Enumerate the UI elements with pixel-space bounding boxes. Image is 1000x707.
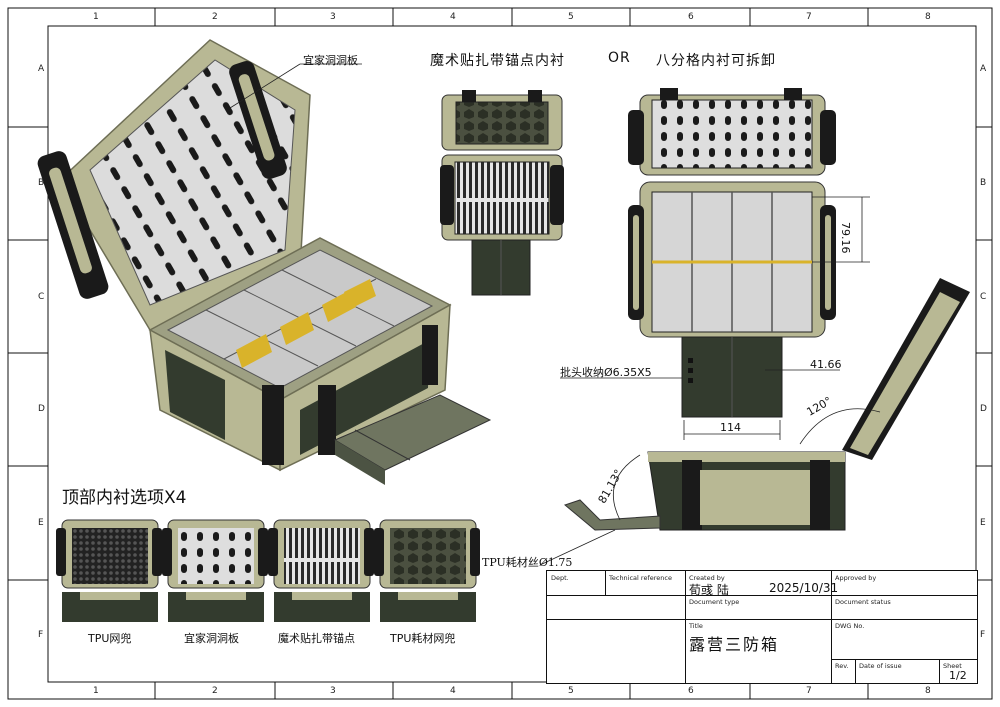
header-or: OR — [608, 50, 631, 66]
zone-col-3-top: 3 — [330, 12, 336, 22]
option-label-tpu-mesh: TPU网兜 — [88, 632, 132, 645]
zone-row-e-left: E — [38, 518, 44, 528]
tpu-filament-label: TPU耗材丝Ø1.75 — [482, 556, 573, 569]
title-block: Dept. Technical reference Created by 荀彧 … — [546, 570, 978, 684]
zone-row-d-left: D — [38, 404, 45, 414]
side-view — [563, 278, 970, 531]
option-label-tpu-filament-mesh: TPU耗材网兜 — [390, 632, 456, 645]
zone-col-2-top: 2 — [212, 12, 218, 22]
header-left: 魔术贴扎带锚点内衬 — [430, 53, 565, 69]
zone-row-e-right: E — [980, 518, 986, 528]
tb-approved-by-label: Approved by — [835, 574, 877, 582]
tb-created-by: 荀彧 陆 — [689, 583, 729, 597]
tb-created-by-label: Created by — [689, 574, 725, 582]
option-label-velcro: 魔术贴扎带锚点 — [278, 632, 355, 645]
zone-row-a-left: A — [38, 64, 45, 74]
tb-sheet-label: Sheet — [943, 662, 962, 670]
option-thumbnails — [56, 519, 480, 622]
zone-col-2-bottom: 2 — [212, 686, 218, 696]
zone-col-4-top: 4 — [450, 12, 456, 22]
tb-title-label: Title — [689, 622, 703, 630]
zone-col-5-bottom: 5 — [568, 686, 574, 696]
dimension-lines — [229, 63, 881, 566]
tb-title: 露营三防箱 — [689, 635, 780, 654]
header-right: 八分格内衬可拆卸 — [656, 53, 776, 69]
zone-row-f-right: F — [980, 630, 986, 640]
zone-col-3-bottom: 3 — [330, 686, 336, 696]
zone-col-7-top: 7 — [806, 12, 812, 22]
zone-row-b-right: B — [980, 178, 987, 188]
zone-row-f-left: F — [38, 630, 44, 640]
tb-dept-label: Dept. — [551, 574, 569, 582]
tb-dwg-label: DWG No. — [835, 622, 865, 630]
option-label-pegboard: 宜家洞洞板 — [184, 632, 239, 645]
zone-col-7-bottom: 7 — [806, 686, 812, 696]
right-top-view — [628, 88, 836, 418]
bit-storage-label: 批头收纳Ø6.35X5 — [560, 366, 652, 379]
pegboard-callout: 宜家洞洞板 — [303, 54, 358, 67]
zone-col-4-bottom: 4 — [450, 686, 456, 696]
zone-row-a-right: A — [980, 64, 987, 74]
center-top-view — [440, 90, 564, 296]
dim-114: 114 — [720, 421, 741, 434]
top-options-heading: 顶部内衬选项X4 — [62, 488, 187, 508]
zone-row-c-right: C — [980, 292, 987, 302]
zone-col-6-bottom: 6 — [688, 686, 694, 696]
tb-doc-type-label: Document type — [689, 598, 740, 606]
zone-row-c-left: C — [38, 292, 45, 302]
zone-row-b-left: B — [38, 178, 45, 188]
iso-box — [37, 39, 492, 485]
zone-col-5-top: 5 — [568, 12, 574, 22]
dim-79-16: 79.16 — [839, 222, 852, 254]
zone-col-1-top: 1 — [93, 12, 99, 22]
tb-sheet: 1/2 — [949, 669, 967, 682]
tb-date-issue-label: Date of issue — [859, 662, 902, 670]
zone-col-8-bottom: 8 — [925, 686, 931, 696]
zone-row-d-right: D — [980, 404, 987, 414]
tb-doc-status-label: Document status — [835, 598, 891, 606]
tb-date: 2025/10/31 — [769, 581, 839, 595]
zone-ticks — [8, 8, 992, 699]
zone-col-6-top: 6 — [688, 12, 694, 22]
tb-rev-label: Rev. — [835, 662, 849, 670]
tb-tech-ref-label: Technical reference — [609, 574, 672, 582]
dim-41-66: 41.66 — [810, 358, 842, 371]
zone-col-1-bottom: 1 — [93, 686, 99, 696]
zone-col-8-top: 8 — [925, 12, 931, 22]
